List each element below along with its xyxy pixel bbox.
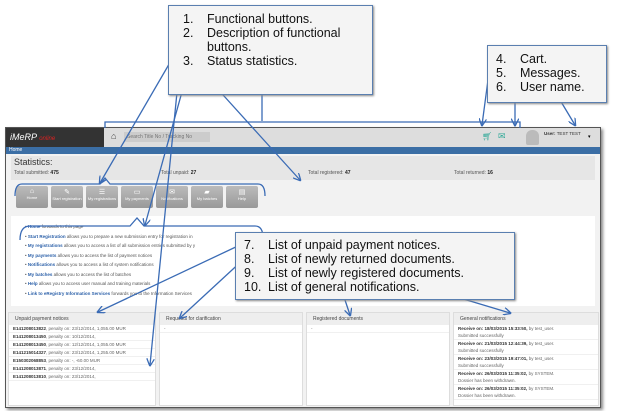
stat-unpaid: Total unpaid: 27 xyxy=(161,170,197,176)
avatar xyxy=(526,130,539,145)
link-my-payments[interactable]: My payments xyxy=(27,252,57,258)
empty-value: - xyxy=(307,325,449,333)
mail-icon: ✉ xyxy=(169,189,175,196)
panel-title: General notifications xyxy=(454,313,598,325)
list-item: Notifications allows you to access a lis… xyxy=(25,262,195,272)
list-item[interactable]: E141215014327, penalty on: 23/12/2014, 1… xyxy=(9,349,155,357)
link-start-registration[interactable]: Start Registration xyxy=(27,233,66,239)
requests-for-clarification-panel: Requests for clarification - xyxy=(159,312,303,406)
callout-item: buttons. xyxy=(207,40,252,54)
callout-item: 5.Messages. xyxy=(496,66,581,80)
my-batches-button[interactable]: ▰My batches xyxy=(191,186,223,208)
top-bracket xyxy=(104,121,521,128)
notifications-button[interactable]: ✉Notifications xyxy=(156,186,188,208)
book-icon: ▤ xyxy=(238,189,246,196)
cart-icon[interactable]: 🛒︎ xyxy=(482,132,493,141)
list-item[interactable]: E141208013871, penalty on: 23/12/2014, xyxy=(9,365,155,373)
list-item[interactable]: E141208013810, penalty on: 23/12/2014, xyxy=(9,373,155,381)
list-item: My registrations allows you to access a … xyxy=(25,243,195,253)
list-item[interactable]: Receive on: 21/03/2015 12:44:39, by test… xyxy=(454,340,598,355)
callout-item: 7.List of unpaid payment notices. xyxy=(244,238,441,252)
registered-documents-panel: Registered documents - xyxy=(306,312,450,406)
list-item[interactable]: E141208013450, penalty on: 12/12/2014, 1… xyxy=(9,341,155,349)
list-item[interactable]: Receive on: 26/03/2015 11:35:02, by SYST… xyxy=(454,385,598,400)
callout-item: 3.Status statistics. xyxy=(183,54,298,68)
callout-item: 4.Cart. xyxy=(496,52,548,66)
callout-lists: 7.List of unpaid payment notices. 8.List… xyxy=(235,232,515,300)
buttons-bracket xyxy=(14,176,266,197)
home-icon[interactable]: ⌂ xyxy=(111,131,117,141)
link-information-services[interactable]: Link to eRegistry Information Services xyxy=(27,290,111,296)
callout-functional: 1.Functional buttons. 2.Description of f… xyxy=(168,5,373,95)
panel-title: Unpaid payment notices xyxy=(9,313,155,325)
start-registration-button[interactable]: ✎Start registration xyxy=(51,186,83,208)
callout-item: 2.Description of functional xyxy=(183,26,341,40)
help-button[interactable]: ▤Help xyxy=(226,186,258,208)
statistics-title: Statistics: xyxy=(14,157,53,167)
empty-value: - xyxy=(160,325,302,333)
list-item[interactable]: Receive on: 23/03/2015 19:47:01, by test… xyxy=(454,355,598,370)
list-item: My batches allows you to access the list… xyxy=(25,272,195,282)
callout-item: 8.List of newly returned documents. xyxy=(244,252,455,266)
callout-item: 6.User name. xyxy=(496,80,585,94)
stat-submitted: Total submitted: 475 xyxy=(14,170,59,176)
list-icon: ☰ xyxy=(98,189,106,196)
messages-icon[interactable]: ✉ xyxy=(498,131,506,141)
list-item[interactable]: E141208013822, penalty on: 23/12/2014, 1… xyxy=(9,325,155,333)
chevron-down-icon[interactable]: ▾ xyxy=(588,134,591,140)
search-input[interactable] xyxy=(124,132,210,142)
breadcrumb[interactable]: Home xyxy=(6,147,600,154)
link-help[interactable]: Help xyxy=(27,281,38,286)
link-notifications[interactable]: Notifications xyxy=(27,262,56,267)
card-icon: ▭ xyxy=(133,189,141,196)
callout-item: 10.List of general notifications. xyxy=(244,280,420,294)
folder-icon: ▰ xyxy=(204,189,210,196)
edit-icon: ✎ xyxy=(64,189,70,196)
unpaid-payment-notices-panel: Unpaid payment notices E141208013822, pe… xyxy=(8,312,156,406)
logo: iMeRP online xyxy=(6,128,104,147)
list-item: Link to eRegistry Information Services f… xyxy=(25,291,195,301)
list-item: My payments allows you to access the lis… xyxy=(25,253,195,263)
callout-user: 4.Cart. 5.Messages. 6.User name. xyxy=(487,45,607,103)
list-item[interactable]: Receive on: 18/03/2015 15:33:50, by test… xyxy=(454,325,598,340)
list-item[interactable]: E141208013450, penalty on: 10/12/2014, xyxy=(9,333,155,341)
home-button[interactable]: ⌂Home xyxy=(16,186,48,208)
link-my-batches[interactable]: My batches xyxy=(27,271,53,277)
top-bar: iMeRP online ⌂ 🛒︎ ✉ User: TEST TEST ▾ xyxy=(6,128,600,147)
my-payments-button[interactable]: ▭My payments xyxy=(121,186,153,208)
panel-title: Requests for clarification xyxy=(160,313,302,325)
list-item: Help allows you to access user manual an… xyxy=(25,281,195,291)
list-item[interactable]: E150302068853, penalty on: -, -60.00 MUR xyxy=(9,357,155,365)
callout-item: 9.List of newly registered documents. xyxy=(244,266,464,280)
general-notifications-panel: General notifications Receive on: 18/03/… xyxy=(453,312,599,406)
my-registrations-button[interactable]: ☰My registrations xyxy=(86,186,118,208)
list-item: Start Registration allows you to prepare… xyxy=(25,234,195,244)
home-icon: ⌂ xyxy=(29,188,35,195)
list-item[interactable]: Receive on: 26/03/2015 11:35:02, by SYST… xyxy=(454,370,598,385)
user-name[interactable]: User: TEST TEST xyxy=(544,131,581,136)
descriptions-bracket xyxy=(19,217,264,241)
stat-returned: Total returned: 16 xyxy=(454,170,493,176)
panel-title: Registered documents xyxy=(307,313,449,325)
stat-registered: Total registered: 47 xyxy=(308,170,351,176)
callout-item: 1.Functional buttons. xyxy=(183,12,313,26)
link-my-registrations[interactable]: My registrations xyxy=(27,243,63,248)
